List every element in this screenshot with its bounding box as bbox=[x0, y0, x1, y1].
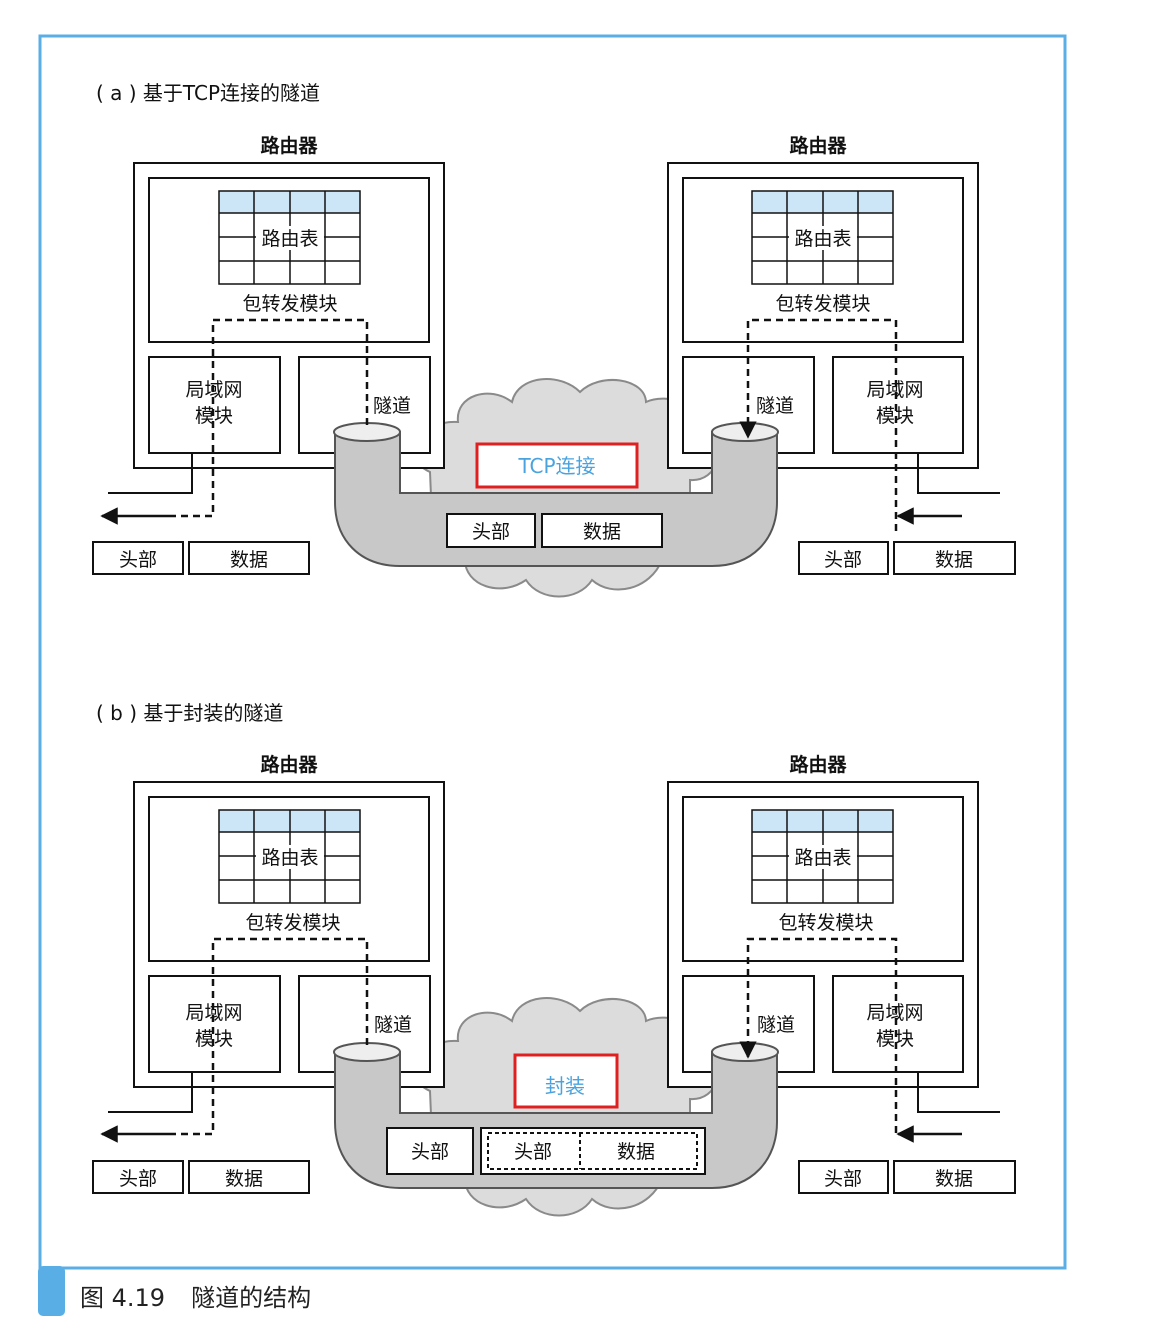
packet-flow-path bbox=[170, 937, 369, 1136]
lan-module-box bbox=[148, 975, 281, 1073]
outer-header-box bbox=[386, 1127, 474, 1175]
left-lan-link bbox=[108, 453, 193, 494]
packet-data-label: 数据 bbox=[935, 549, 973, 571]
inner-data-label: 数据 bbox=[617, 1141, 655, 1163]
panel-b-title: ( b ) 基于封装的隧道 bbox=[96, 701, 283, 725]
router-label: 路由器 bbox=[260, 753, 318, 776]
forwarding-module-label: 包转发模块 bbox=[775, 293, 870, 315]
packet-header-box bbox=[92, 541, 184, 575]
figure-number: 图 4.19 bbox=[80, 1284, 166, 1312]
packet-header-box bbox=[798, 1160, 889, 1194]
packet-header-label: 头部 bbox=[824, 1168, 862, 1190]
lan-module-label-line1: 局域网 bbox=[866, 379, 923, 401]
forwarding-module-label: 包转发模块 bbox=[245, 912, 340, 934]
pipe-packet: 头部 头部 数据 bbox=[386, 1127, 706, 1175]
packet-data-box bbox=[893, 541, 1016, 575]
right-router: 路由器 路由表 包转发模块 隧道 局域网 模块 bbox=[667, 753, 979, 1088]
packet-data-label: 数据 bbox=[935, 1168, 973, 1190]
figure-frame bbox=[38, 34, 1067, 1270]
tcp-connection-label: TCP连接 bbox=[517, 454, 595, 478]
lan-module-box bbox=[148, 356, 281, 454]
right-packet: 头部 数据 bbox=[798, 1160, 1016, 1194]
left-packet: 头部 数据 bbox=[92, 541, 310, 575]
tunnel-pipe-right-opening bbox=[711, 422, 779, 442]
left-router: 路由器 路由表 包转发模块 局域网 模块 隧道 bbox=[133, 134, 445, 469]
packet-header-box bbox=[92, 1160, 184, 1194]
left-router: 路由器 路由表 包转发模块 局域网 模块 隧道 bbox=[133, 753, 445, 1088]
panel-a: ( a ) 基于TCP连接的隧道 路由器 路由表 包转发模块 局域网 模 bbox=[92, 81, 1016, 598]
packet-data-box bbox=[893, 1160, 1016, 1194]
routing-table-grid bbox=[218, 809, 361, 904]
lan-module-box bbox=[832, 975, 964, 1073]
left-packet: 头部 数据 bbox=[92, 1160, 310, 1194]
inner-packet-outline bbox=[487, 1132, 698, 1170]
tcp-connection-highlight-box bbox=[475, 442, 639, 489]
packet-data-label: 数据 bbox=[225, 1168, 263, 1190]
right-lan-link bbox=[917, 1072, 1000, 1113]
packet-header-label: 头部 bbox=[119, 1168, 157, 1190]
tunnel-pipe bbox=[334, 431, 778, 567]
lan-module-label-line2: 模块 bbox=[876, 1028, 914, 1050]
packet-header-label: 头部 bbox=[119, 549, 157, 571]
tunnel-module-label: 隧道 bbox=[757, 1014, 795, 1036]
packet-header-box bbox=[798, 541, 889, 575]
tunnel-module-label: 隧道 bbox=[373, 395, 411, 417]
left-lan-link bbox=[108, 1072, 193, 1113]
packet-data-box bbox=[188, 541, 310, 575]
tunnel-pipe-left-opening bbox=[333, 1042, 401, 1062]
packet-flow-path bbox=[739, 937, 898, 1133]
router-label: 路由器 bbox=[789, 134, 847, 157]
tunnel-module-label: 隧道 bbox=[756, 395, 794, 417]
packet-header-label: 头部 bbox=[472, 521, 510, 543]
right-router: 路由器 路由表 包转发模块 隧道 局域网 模块 bbox=[667, 134, 979, 469]
tunnel-module-label: 隧道 bbox=[374, 1014, 412, 1036]
routing-table-label: 路由表 bbox=[261, 228, 318, 250]
packet-data-box bbox=[188, 1160, 310, 1194]
packet-header-box bbox=[446, 513, 536, 548]
inner-header-label: 头部 bbox=[514, 1141, 552, 1163]
encapsulation-highlight-box bbox=[513, 1053, 619, 1109]
packet-data-label: 数据 bbox=[230, 549, 268, 571]
lan-module-label-line1: 局域网 bbox=[185, 1002, 242, 1024]
routing-table-label: 路由表 bbox=[794, 228, 851, 250]
tunnel-pipe-left-opening bbox=[333, 422, 401, 442]
right-lan-link bbox=[917, 453, 1000, 494]
router-label: 路由器 bbox=[260, 134, 318, 157]
encapsulation-label: 封装 bbox=[545, 1074, 585, 1098]
packet-data-label: 数据 bbox=[583, 521, 621, 543]
routing-table-label: 路由表 bbox=[794, 847, 851, 869]
panel-b: ( b ) 基于封装的隧道 路由器 路由表 包转发模块 局域网 模块 bbox=[92, 701, 1016, 1217]
figure-title: 隧道的结构 bbox=[191, 1284, 312, 1312]
packet-header-label: 头部 bbox=[824, 549, 862, 571]
routing-table-grid bbox=[751, 190, 894, 285]
router-label: 路由器 bbox=[789, 753, 847, 776]
panel-a-title: ( a ) 基于TCP连接的隧道 bbox=[96, 81, 320, 105]
forwarding-module-label: 包转发模块 bbox=[778, 912, 873, 934]
figure-caption: 图 4.19 隧道的结构 bbox=[80, 1281, 311, 1315]
tunnel-pipe-right-opening bbox=[711, 1042, 779, 1062]
right-packet: 头部 数据 bbox=[798, 541, 1016, 575]
outer-header-label: 头部 bbox=[411, 1141, 449, 1163]
caption-tab bbox=[38, 1266, 65, 1316]
routing-table-label: 路由表 bbox=[261, 847, 318, 869]
packet-data-box bbox=[541, 513, 663, 548]
pipe-packet: 头部 数据 bbox=[446, 513, 663, 548]
forwarding-module-label: 包转发模块 bbox=[242, 293, 337, 315]
packet-flow-path bbox=[170, 318, 369, 518]
lan-module-box bbox=[832, 356, 964, 454]
encapsulated-packet-box bbox=[480, 1127, 706, 1175]
